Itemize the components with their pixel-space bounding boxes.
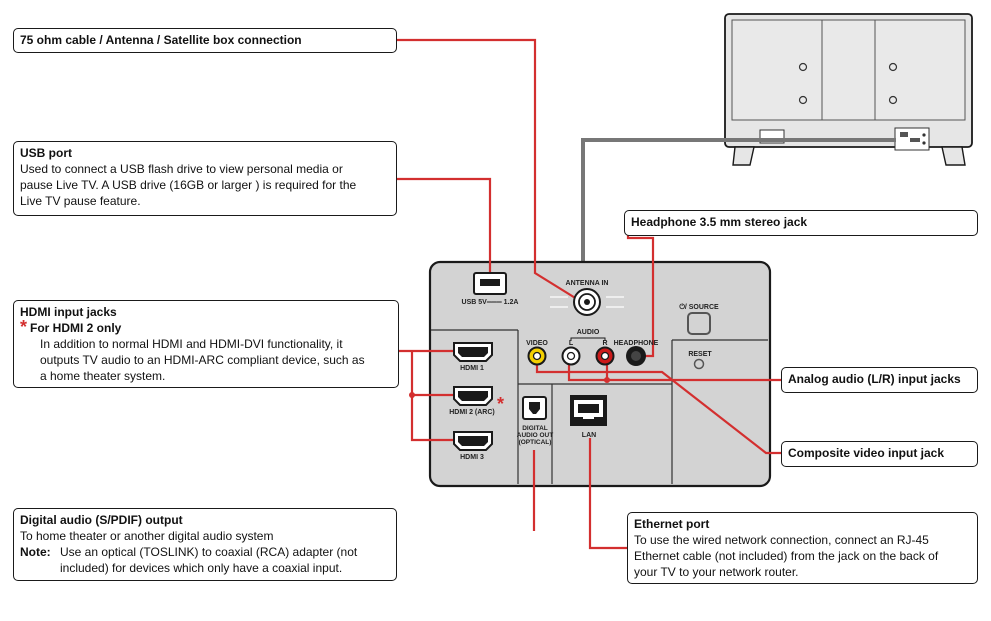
callout-hdmi: HDMI input jacks * For HDMI 2 only In ad… <box>13 300 399 388</box>
audio-bracket <box>570 337 606 341</box>
leader-composite <box>535 360 781 455</box>
video-jack[interactable] <box>527 346 547 366</box>
hdmi3-port[interactable] <box>453 431 493 451</box>
callout-digital: Digital audio (S/PDIF) output To home th… <box>13 508 397 581</box>
callout-usb: USB port Used to connect a USB flash dri… <box>13 141 397 216</box>
callout-usb-line-2: pause Live TV. A USB drive (16GB or larg… <box>20 178 357 192</box>
callout-hdmi-subtitle: For HDMI 2 only <box>30 321 122 335</box>
callout-usb-line-3: Live TV pause feature. <box>20 194 141 208</box>
antenna-jack[interactable] <box>550 288 624 316</box>
callout-hdmi-line-1: In addition to normal HDMI and HDMI-DVI … <box>40 337 343 351</box>
callout-ethernet-title: Ethernet port <box>634 517 710 531</box>
usb-port[interactable] <box>473 272 507 295</box>
usb-port-label: USB 5V═══ 1.2A <box>462 299 519 306</box>
callout-digital-note-line-1: Use an optical (TOSLINK) to coaxial (RCA… <box>60 545 358 559</box>
audio-label: AUDIO <box>577 329 600 336</box>
callout-digital-line: To home theater or another digital audio… <box>20 529 274 543</box>
callout-composite: Composite video input jack <box>781 441 978 467</box>
antenna-label: ANTENNA IN <box>566 280 609 287</box>
callout-hdmi-sub: * For HDMI 2 only <box>20 317 392 337</box>
callout-ethernet-line-2: Ethernet cable (not included) from the j… <box>634 549 939 563</box>
callout-antenna: 75 ohm cable / Antenna / Satellite box c… <box>13 28 397 53</box>
audio-r-jack[interactable] <box>595 346 615 366</box>
video-label: VIDEO <box>526 340 548 347</box>
tv-panel-cable <box>581 138 896 262</box>
asterisk-icon: * <box>20 317 28 337</box>
callout-analog: Analog audio (L/R) input jacks <box>781 367 978 393</box>
headphone-label: HEADPHONE <box>614 340 659 347</box>
callout-digital-title: Digital audio (S/PDIF) output <box>20 513 183 527</box>
leader-hdmi-bus <box>410 351 468 442</box>
leader-analog <box>567 358 781 382</box>
connector-panel <box>428 260 772 488</box>
callout-headphone: Headphone 3.5 mm stereo jack <box>624 210 978 236</box>
hdmi3-label: HDMI 3 <box>460 454 484 461</box>
leader-usb <box>397 177 492 280</box>
callout-analog-title: Analog audio (L/R) input jacks <box>788 372 961 386</box>
source-label: ⏻/ SOURCE <box>679 303 719 311</box>
callout-ethernet-line-3: your TV to your network router. <box>634 565 799 579</box>
callout-hdmi-line-2: outputs TV audio to an HDMI-ARC complian… <box>40 353 365 367</box>
optical-label-2: AUDIO OUT <box>517 432 554 439</box>
optical-label-3: (OPTICAL) <box>519 439 552 446</box>
r-label: R <box>602 340 607 347</box>
callout-antenna-title: 75 ohm cable / Antenna / Satellite box c… <box>20 33 302 47</box>
l-label: L <box>569 340 574 347</box>
hdmi2-asterisk: * <box>497 394 504 414</box>
callout-digital-note: Note: Use an optical (TOSLINK) to coaxia… <box>20 544 390 576</box>
leader-dots <box>409 377 610 398</box>
headphone-jack[interactable] <box>626 346 646 366</box>
callout-ethernet: Ethernet port To use the wired network c… <box>627 512 978 584</box>
leader-ethernet <box>588 438 627 550</box>
reset-button[interactable] <box>693 358 705 370</box>
source-button[interactable] <box>687 312 711 335</box>
callout-usb-title: USB port <box>20 146 72 160</box>
hdmi1-port[interactable] <box>453 342 493 362</box>
callout-hdmi-line-3: a home theater system. <box>40 369 166 383</box>
lan-label: LAN <box>582 432 596 439</box>
callout-ethernet-line-1: To use the wired network connection, con… <box>634 533 929 547</box>
optical-label-1: DIGITAL <box>522 425 548 432</box>
callout-usb-line-1: Used to connect a USB flash drive to vie… <box>20 162 343 176</box>
hdmi2-port[interactable] <box>453 386 493 406</box>
hdmi2-label: HDMI 2 (ARC) <box>449 409 495 416</box>
lan-port[interactable] <box>570 395 607 426</box>
callout-hdmi-title: HDMI input jacks <box>20 305 117 319</box>
optical-port[interactable] <box>522 396 547 420</box>
callout-headphone-title: Headphone 3.5 mm stereo jack <box>631 215 808 229</box>
hdmi1-label: HDMI 1 <box>460 365 484 372</box>
tv-back-illustration <box>724 13 973 166</box>
audio-l-jack[interactable] <box>561 346 581 366</box>
callout-digital-note-line-2: included) for devices which only have a … <box>60 561 343 575</box>
reset-label: RESET <box>688 351 712 358</box>
callout-digital-note-label: Note: <box>20 545 51 559</box>
callout-composite-title: Composite video input jack <box>788 446 945 460</box>
leader-antenna <box>397 38 586 305</box>
